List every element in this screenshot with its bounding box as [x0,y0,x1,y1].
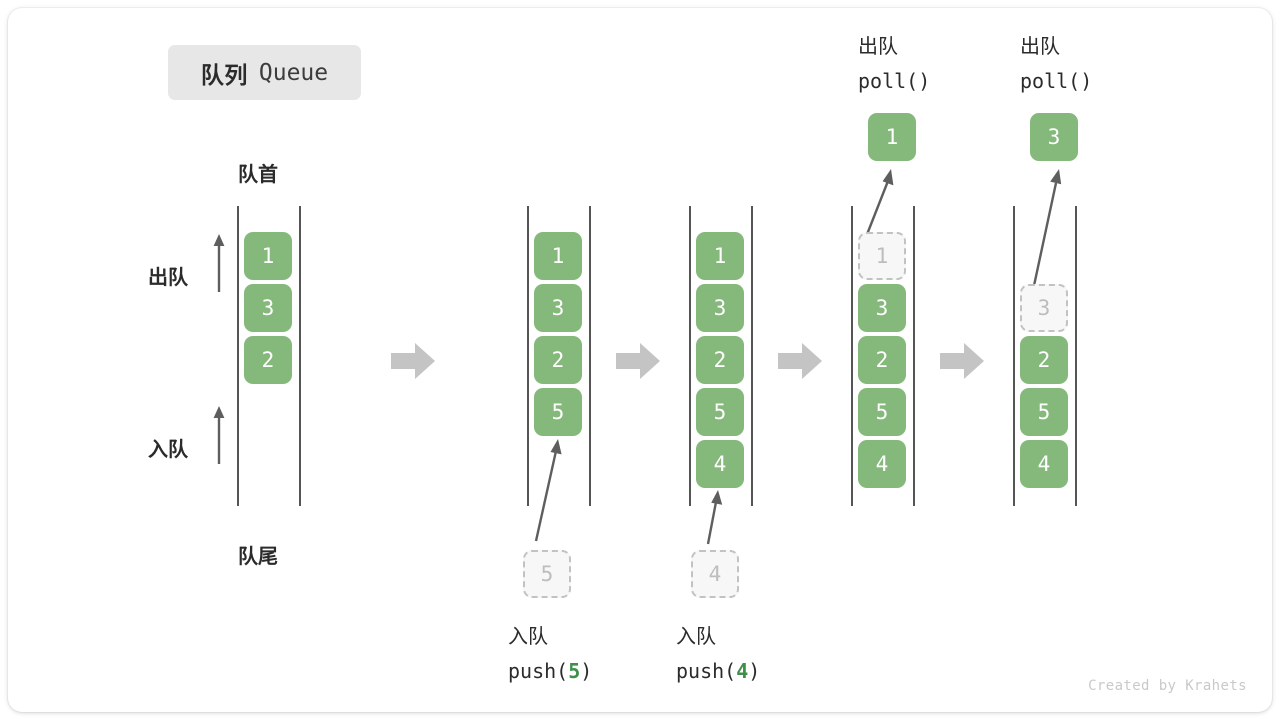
push-5-caption-fn: push(5) [508,654,592,689]
queue-cell: 3 [858,284,906,332]
poll-arrow-icon [1030,169,1062,296]
queue-cell: 2 [534,336,582,384]
push-arrow-icon [706,490,723,545]
push-4-fn-post: ) [748,659,761,683]
queue-cell-removed: 3 [1020,284,1068,332]
poll-3-caption: 出队 poll() [1020,30,1092,98]
queue-cell: 2 [696,336,744,384]
queue-cell: 5 [1020,388,1068,436]
push-5-fn-post: ) [580,659,593,683]
poll-3-caption-cn: 出队 [1020,36,1060,58]
poll-arrow-icon [864,169,894,238]
push-5-fn-pre: push( [508,659,569,683]
incoming-element-ghost: 4 [691,550,739,598]
diagram-title-badge: 队列 Queue [168,45,361,100]
queue-cell: 3 [244,284,292,332]
queue-cell: 2 [858,336,906,384]
transition-arrow-icon [940,343,984,379]
rail-right [1075,206,1077,506]
queue-cell: 3 [534,284,582,332]
rail-right [589,206,591,506]
title-chinese: 队列 [200,61,248,88]
queue-cell: 1 [696,232,744,280]
poll-1-caption-cn: 出队 [858,36,898,58]
incoming-element-ghost: 5 [523,550,571,598]
push-4-caption-cn: 入队 [676,626,716,648]
queue-cell-new: 5 [534,388,582,436]
dequeue-direction-label: 出队 [148,267,188,289]
queue-cell: 2 [1020,336,1068,384]
rail-left [237,206,239,506]
queue-cell-removed: 1 [858,232,906,280]
queue-head-label: 队首 [238,164,278,186]
polled-element: 1 [868,113,916,161]
queue-cell: 1 [534,232,582,280]
push-4-caption-fn: push(4) [676,654,760,689]
queue-cell: 3 [696,284,744,332]
enqueue-direction-arrow-icon [213,406,225,464]
queue-cell-new: 4 [696,440,744,488]
rail-left [527,206,529,506]
poll-1-caption-fn: poll() [858,69,931,93]
credit-text: Created by Krahets [1088,678,1247,694]
push-arrow-icon [534,439,562,542]
rail-right [751,206,753,506]
transition-arrow-icon [391,343,435,379]
queue-cell: 2 [244,336,292,384]
queue-cell: 4 [1020,440,1068,488]
queue-tail-label: 队尾 [238,546,278,568]
poll-1-caption: 出队 poll() [858,30,930,98]
dequeue-direction-arrow-icon [213,234,225,292]
rail-right [299,206,301,506]
push-5-caption-cn: 入队 [508,626,548,648]
rail-left [1013,206,1015,506]
push-4-fn-pre: push( [676,659,737,683]
push-4-caption: 入队 push(4) [676,620,760,689]
queue-cell: 5 [696,388,744,436]
queue-cell: 4 [858,440,906,488]
queue-cell: 1 [244,232,292,280]
polled-element: 3 [1030,113,1078,161]
rail-left [689,206,691,506]
enqueue-direction-label: 入队 [148,439,188,461]
transition-arrow-icon [778,343,822,379]
title-english: Queue [258,59,329,86]
rail-left [851,206,853,506]
push-5-fn-arg: 5 [568,659,581,683]
queue-cell: 5 [858,388,906,436]
poll-3-caption-fn: poll() [1020,69,1093,93]
push-5-caption: 入队 push(5) [508,620,592,689]
push-4-fn-arg: 4 [736,659,749,683]
rail-right [913,206,915,506]
transition-arrow-icon [616,343,660,379]
